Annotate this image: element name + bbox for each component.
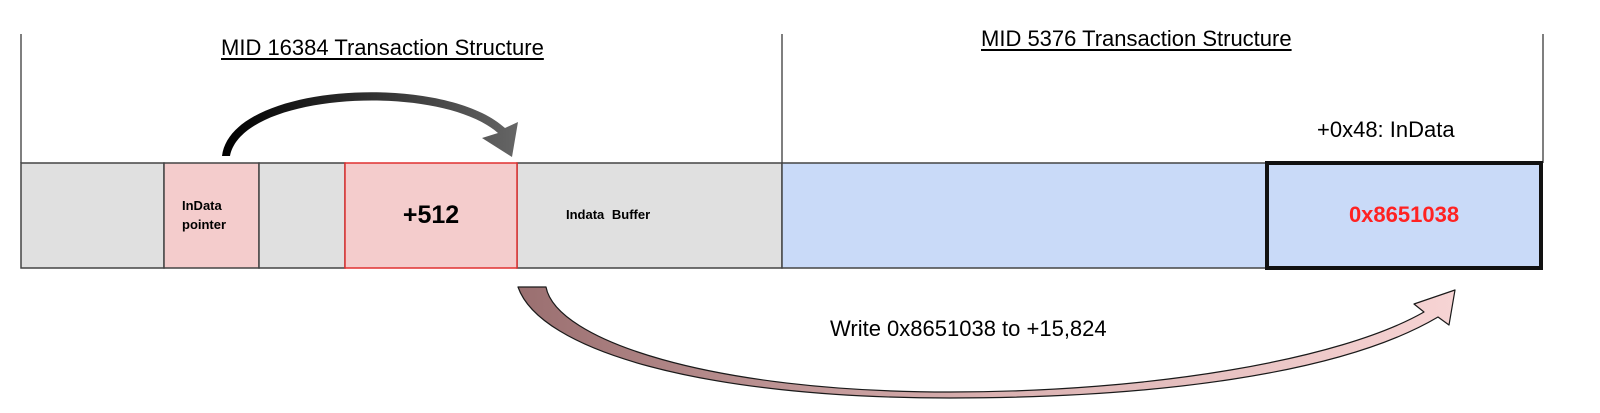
blue-region-cell — [781, 162, 1268, 269]
plus512-label: +512 — [402, 201, 460, 229]
pointer-arrow — [222, 92, 518, 157]
indata-buffer-label: Indata Buffer — [566, 207, 651, 222]
indata-value-label: 0x8651038 — [1348, 202, 1460, 227]
indata-offset-label: +0x48: InData — [1317, 117, 1455, 142]
indata-buffer-cell — [516, 162, 783, 269]
write-annotation: Write 0x8651038 to +15,824 — [830, 316, 1107, 341]
left-section-title: MID 16384 Transaction Structure — [221, 35, 544, 60]
gray-cell-start — [20, 162, 165, 269]
right-section-title: MID 5376 Transaction Structure — [981, 26, 1292, 51]
write-arrow — [517, 286, 1456, 399]
indata-pointer-label: InData pointer — [182, 198, 227, 232]
gray-cell-middle — [258, 162, 346, 269]
indata-pointer-cell — [163, 162, 260, 269]
plus512-cell — [344, 162, 518, 269]
indata-value-cell — [1265, 161, 1543, 270]
